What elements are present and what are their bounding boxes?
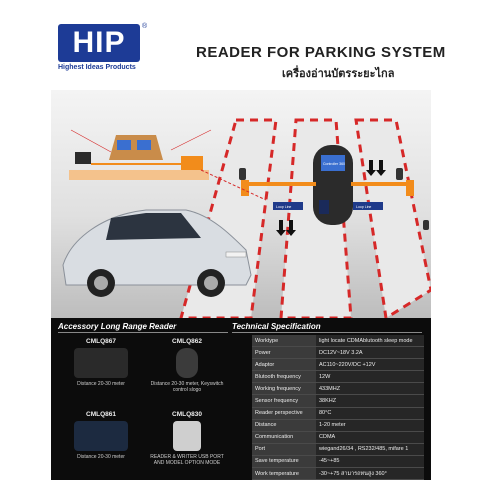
spec-key: Distance	[252, 419, 316, 432]
hip-logo: HIP	[58, 24, 140, 62]
product-desc: Distance 20-30 meter	[77, 454, 125, 460]
barrier-gates	[241, 180, 414, 196]
accessory-heading: Accessory Long Range Reader	[58, 322, 228, 333]
spec-value: 38KHZ	[316, 394, 424, 408]
spec-key: Worktype	[252, 335, 316, 348]
car-illustration	[62, 209, 252, 297]
spec-value: DC12V~18V 3.2A	[316, 346, 424, 360]
spec-key: Blutooth frequency	[252, 370, 316, 384]
parking-booth: Controller 360	[313, 145, 353, 225]
spec-key: Communication	[252, 431, 316, 444]
logo-text: HIP	[72, 26, 126, 59]
product-desc: Distance 20-30 meter, Keyswitch control …	[150, 381, 224, 393]
loop-lines: Loop Line Loop Line	[273, 202, 383, 210]
direction-arrows	[276, 160, 386, 236]
registered-mark: ®	[142, 23, 148, 30]
reader-icon	[74, 348, 128, 378]
page-title: READER FOR PARKING SYSTEM	[196, 44, 446, 61]
spec-key: Work temperature	[252, 467, 316, 480]
product-card: CMLQ861 Distance 20-30 meter	[60, 411, 142, 460]
spec-value: AC110~220V/DC +12V	[316, 358, 424, 372]
spec-value: wiegand26/34 , RS232/485, mifare 1	[316, 443, 424, 456]
spec-value: light locate CDMAblutooth sleep mode	[316, 335, 424, 348]
spec-value: 80°C	[316, 407, 424, 420]
reader-devices	[239, 168, 429, 230]
spec-key: Power	[252, 346, 316, 360]
product-model: CMLQ862	[172, 338, 202, 345]
spec-row: Save temperature-45~+85	[252, 455, 424, 469]
spec-value: -30~+75 สามารถทนสูง 360°	[316, 467, 424, 480]
card-writer-icon	[173, 421, 201, 451]
spec-value: 12W	[316, 370, 424, 384]
product-card: CMLQ867 Distance 20-30 meter	[60, 338, 142, 387]
page-subtitle: เครื่องอ่านบัตรระยะไกล	[282, 68, 395, 80]
spec-value: CDMA	[316, 431, 424, 444]
loop-label-right: Loop Line	[356, 205, 371, 209]
spec-key: Sensor frequency	[252, 394, 316, 408]
product-desc: Distance 20-30 meter	[77, 381, 125, 387]
loop-label-left: Loop Line	[276, 205, 291, 209]
spec-key: Working frequency	[252, 382, 316, 396]
product-card: CMLQ862 Distance 20-30 meter, Keyswitch …	[146, 338, 228, 393]
spec-value: 1-20 meter	[316, 419, 424, 432]
reader-icon	[74, 421, 128, 451]
brand-tagline: Highest Ideas Products	[58, 64, 136, 71]
spec-key: Port	[252, 443, 316, 456]
parking-scene-svg: Controller 360 Loop Line Loop Line	[62, 118, 431, 318]
parking-illustration: Controller 360 Loop Line Loop Line	[51, 90, 431, 318]
spec-row: Work temperature-30~+75 สามารถทนสูง 360°	[252, 467, 424, 480]
spec-key: Save temperature	[252, 455, 316, 469]
product-desc: READER & WRITER USB PORT AND MODEL OPTIO…	[150, 454, 224, 466]
product-card: CMLQ830 READER & WRITER USB PORT AND MOD…	[146, 411, 228, 466]
spec-key: Reader perspective	[252, 407, 316, 420]
parking-overview-diagram	[69, 129, 267, 201]
spec-key: Adaptor	[252, 358, 316, 372]
product-model: CMLQ861	[86, 411, 116, 418]
product-model: CMLQ830	[172, 411, 202, 418]
controller-label: Controller 360	[323, 162, 345, 166]
spec-heading: Technical Specification	[232, 322, 422, 333]
product-model: CMLQ867	[86, 338, 116, 345]
spec-value: -45~+85	[316, 455, 424, 469]
spec-value: 433MHZ	[316, 382, 424, 396]
remote-key-icon	[176, 348, 198, 378]
